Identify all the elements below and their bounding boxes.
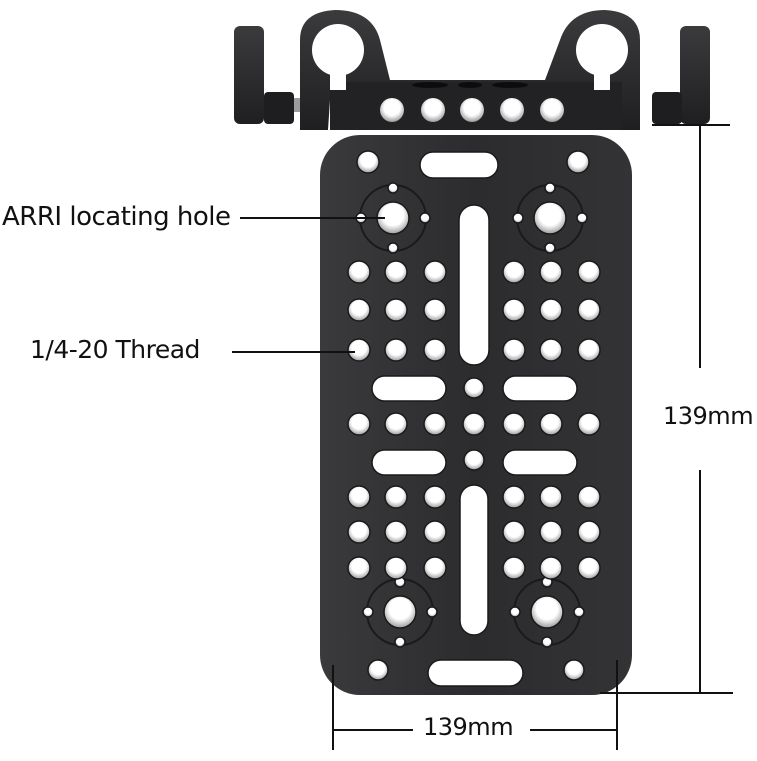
thread-hole [384, 298, 408, 322]
top-slot [419, 151, 499, 179]
thread-hole [423, 260, 447, 284]
thread-hole [539, 260, 563, 284]
thread-hole [577, 520, 601, 544]
bar-hole [460, 98, 484, 122]
arri-locating-hole [383, 595, 417, 629]
arri-pin-hole [573, 606, 585, 618]
thread-hole [577, 485, 601, 509]
arri-pin-hole [387, 182, 399, 194]
thread-hole [577, 338, 601, 362]
width-dimension-label: 139mm [423, 713, 514, 741]
thread-hole [502, 260, 526, 284]
bottom-slot [427, 659, 524, 687]
thread-hole [539, 412, 563, 436]
thread-hole [384, 556, 408, 580]
side-slot [371, 375, 447, 402]
right-knob-icon [680, 26, 710, 124]
bar-top-slot [458, 82, 482, 88]
arri-pin-hole [426, 606, 438, 618]
thread-hole [423, 412, 447, 436]
bar-top-slot [412, 82, 448, 88]
thread-hole [502, 520, 526, 544]
arri-pin-hole [541, 636, 553, 648]
side-slot [502, 449, 578, 476]
center-slot-lower [459, 484, 489, 636]
thread-hole [423, 520, 447, 544]
bar-hole [500, 98, 524, 122]
thread-label: 1/4-20 Thread [30, 335, 200, 364]
thread-hole [577, 260, 601, 284]
thread-hole [462, 412, 486, 436]
thread-hole [347, 338, 371, 362]
thread-hole [347, 412, 371, 436]
thread-hole [463, 377, 485, 399]
arri-pin-hole [544, 182, 556, 194]
thread-hole [539, 520, 563, 544]
thread-hole [539, 485, 563, 509]
corner-hole [367, 659, 389, 681]
thread-hole [384, 412, 408, 436]
bar-hole [540, 98, 564, 122]
arri-locating-hole [530, 595, 564, 629]
arri-pin-hole [509, 606, 521, 618]
dimension-lines [232, 124, 733, 750]
center-slot-upper [458, 204, 490, 366]
rod-clamp [234, 10, 710, 130]
thread-hole [423, 485, 447, 509]
corner-hole [566, 150, 590, 174]
arri-locating-hole-label: ARRI locating hole [2, 202, 231, 232]
arri-pin-hole [394, 636, 406, 648]
thread-hole [502, 556, 526, 580]
thread-hole [347, 260, 371, 284]
corner-hole [563, 659, 585, 681]
thread-hole [577, 298, 601, 322]
arri-locating-hole [533, 201, 567, 235]
arri-pin-hole [512, 212, 524, 224]
thread-hole [539, 556, 563, 580]
thread-hole [384, 520, 408, 544]
thread-hole [347, 520, 371, 544]
rod-slot-left [330, 50, 346, 90]
right-knob-shaft [652, 92, 682, 124]
thread-hole [577, 412, 601, 436]
left-screw [294, 98, 302, 112]
thread-hole [384, 485, 408, 509]
height-dimension-label: 139mm [663, 402, 754, 430]
thread-hole [423, 338, 447, 362]
thread-hole [347, 298, 371, 322]
arri-pin-hole [362, 606, 374, 618]
arri-pin-hole [576, 212, 588, 224]
thread-hole [502, 298, 526, 322]
side-slot [502, 375, 578, 402]
left-knob-shaft [264, 92, 294, 124]
bar-hole [380, 98, 404, 122]
thread-hole [384, 260, 408, 284]
thread-hole [502, 485, 526, 509]
arri-pin-hole [544, 242, 556, 254]
thread-hole [423, 556, 447, 580]
cheese-plate [320, 135, 632, 695]
thread-hole [502, 412, 526, 436]
bar-top-slot [492, 82, 528, 88]
thread-hole [502, 338, 526, 362]
plate-holes [347, 150, 601, 687]
arri-pin-hole [419, 212, 431, 224]
thread-hole [347, 485, 371, 509]
bar-hole [421, 98, 445, 122]
side-slot [371, 449, 447, 476]
left-knob-icon [234, 26, 264, 124]
thread-hole [577, 556, 601, 580]
corner-hole [356, 150, 380, 174]
thread-hole [539, 298, 563, 322]
thread-hole [347, 556, 371, 580]
thread-hole [539, 338, 563, 362]
thread-hole [423, 298, 447, 322]
clamp-bar-holes [380, 98, 564, 122]
rod-slot-right [594, 50, 610, 90]
thread-hole [463, 449, 485, 471]
arri-pin-hole [387, 242, 399, 254]
thread-hole [384, 338, 408, 362]
